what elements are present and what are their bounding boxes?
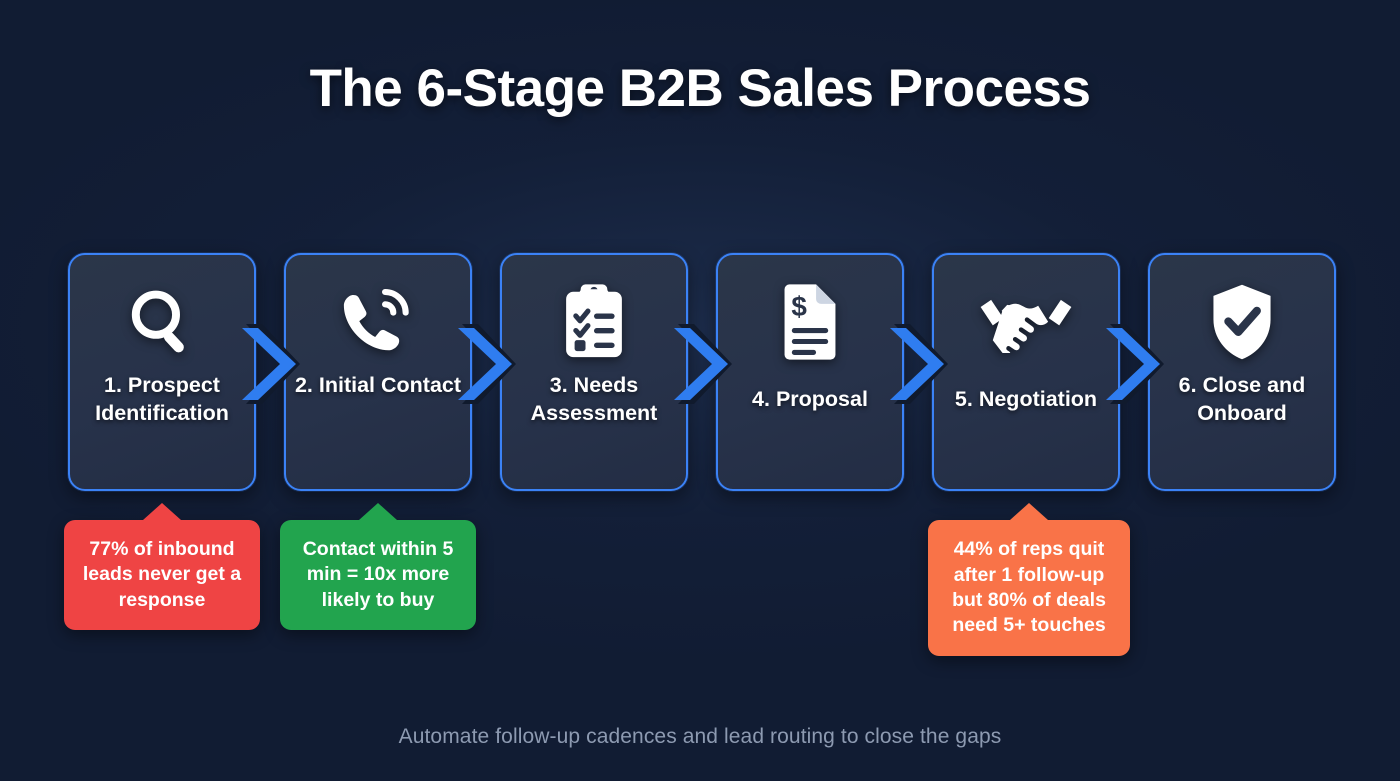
stage-card-5[interactable]: 5. Negotiation (932, 253, 1120, 491)
page-title: The 6-Stage B2B Sales Process (309, 59, 1091, 118)
stage-card-1[interactable]: 1. Prospect Identification (68, 253, 256, 491)
callout-prospect-identification: 77% of inbound leads never get a respons… (64, 503, 260, 630)
callout-initial-contact: Contact within 5 min = 10x more likely t… (280, 503, 476, 630)
stage-card-6[interactable]: 6. Close and Onboard (1148, 253, 1336, 491)
stage-label-3: 3. Needs Assessment (530, 373, 658, 426)
callout-prospect-identification-pointer (143, 503, 181, 520)
clipboard-checklist-icon (560, 283, 628, 361)
stage-card-2[interactable]: 2. Initial Contact (284, 253, 472, 491)
phone-ringing-icon (338, 283, 418, 361)
stage-label-1: 1. Prospect Identification (95, 373, 229, 426)
callout-negotiation-pointer (1010, 503, 1048, 520)
stage-card-3[interactable]: 3. Needs Assessment (500, 253, 688, 491)
callout-prospect-identification-text: 77% of inbound leads never get a respons… (82, 537, 242, 611)
document-dollar-icon: $ (777, 283, 843, 361)
callout-negotiation-text: 44% of reps quit after 1 follow-up but 8… (952, 538, 1106, 637)
callout-negotiation: 44% of reps quit after 1 follow-up but 8… (928, 503, 1130, 656)
magnifying-glass-icon (123, 283, 201, 361)
stage-label-5: 5. Negotiation (954, 387, 1098, 411)
shield-check-icon (1206, 283, 1278, 361)
footer-note: Automate follow-up cadences and lead rou… (398, 725, 1002, 748)
stage-sequence: 1. Prospect Identification 2. Initial Co… (68, 253, 1336, 491)
callout-initial-contact-text: Contact within 5 min = 10x more likely t… (302, 537, 454, 611)
svg-text:$: $ (791, 291, 807, 322)
stage-label-4: 4. Proposal (752, 387, 868, 411)
stage-label-6: 6. Close and Onboard (1178, 373, 1306, 426)
stage-label-2: 2. Initial Contact (294, 373, 462, 397)
stage-card-4[interactable]: $ 4. Proposal (716, 253, 904, 491)
callout-initial-contact-pointer (359, 503, 397, 520)
handshake-icon (978, 283, 1074, 361)
